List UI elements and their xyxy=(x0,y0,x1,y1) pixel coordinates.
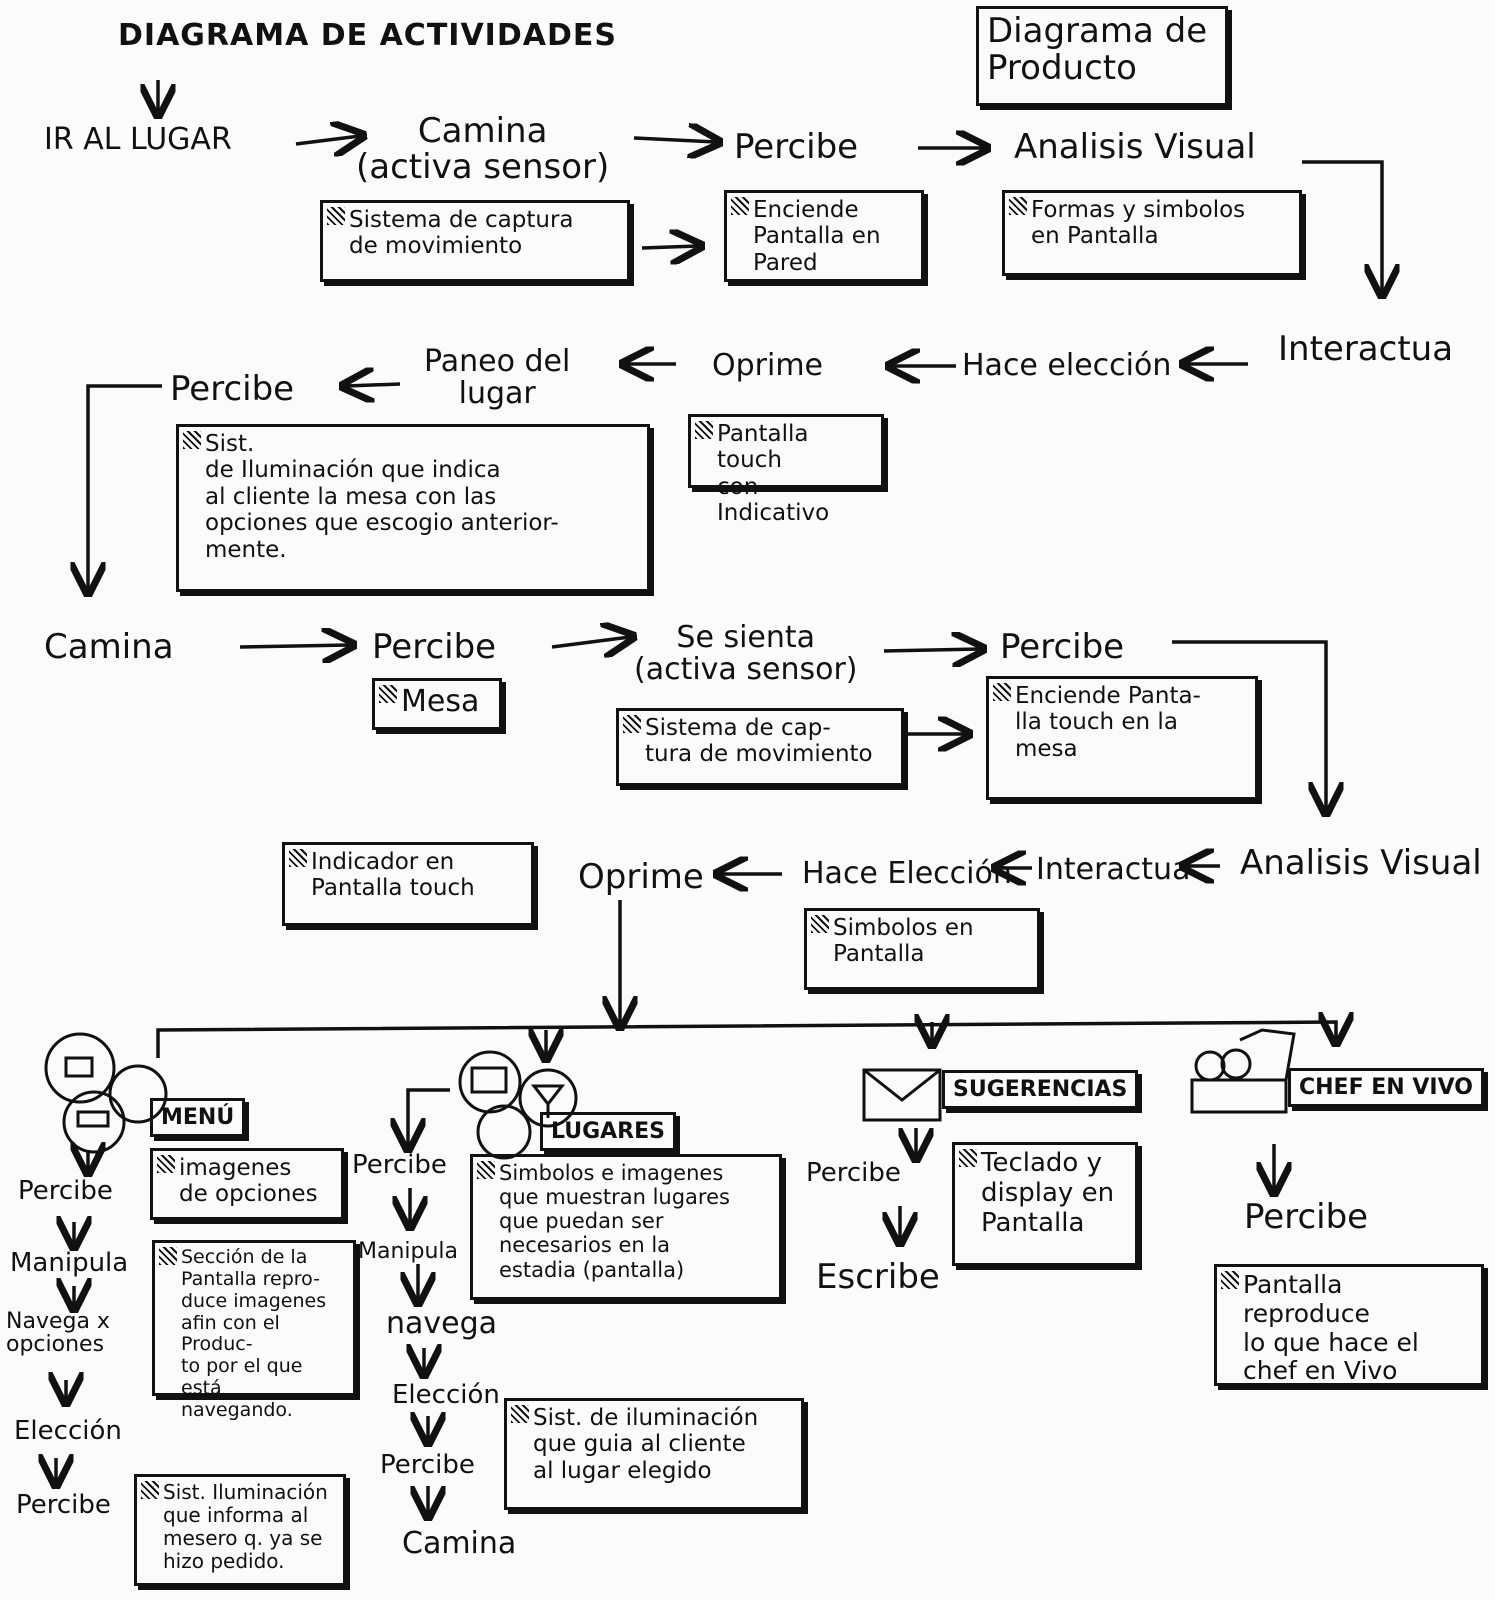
node-analisis-visual-2: Analisis Visual xyxy=(1240,843,1482,883)
arrow xyxy=(641,246,698,248)
node-camina-2: Camina xyxy=(44,627,174,667)
branch-label-lugares: LUGARES xyxy=(540,1112,676,1151)
product-box-indicador: Indicador en Pantalla touch xyxy=(282,842,534,926)
arrow xyxy=(346,384,401,386)
chef-step-percibe: Percibe xyxy=(1244,1197,1369,1237)
product-box-seccion: Sección de la Pantalla repro- duce image… xyxy=(152,1240,356,1421)
product-box-simbolos: Simbolos en Pantalla xyxy=(804,908,1040,990)
sugerencias-step-escribe: Escribe xyxy=(816,1257,940,1297)
arrow xyxy=(88,384,162,590)
node-se-sienta: Se sienta (activa sensor) xyxy=(634,620,858,687)
node-ir-al-lugar: IR AL LUGAR xyxy=(44,122,232,157)
node-hace-eleccion-2: Hace Elección xyxy=(802,856,1012,891)
lugares-step-manipula: Manipula xyxy=(358,1239,459,1264)
envelope-icon xyxy=(862,1068,942,1122)
lugares-step-percibe: Percibe xyxy=(352,1150,447,1180)
arrow xyxy=(295,136,360,144)
branch-label-sugerencias: SUGERENCIAS xyxy=(942,1070,1139,1109)
branch-label-menu: MENÚ xyxy=(150,1098,246,1137)
fork-bus xyxy=(156,1022,1336,1058)
product-box-simbolos-lugares: Simbolos e imagenes que muestran lugares… xyxy=(470,1154,782,1300)
product-box-chef: Pantalla reproduce lo que hace el chef e… xyxy=(1214,1264,1484,1386)
product-box-enciende: Enciende Pantalla en Pared xyxy=(724,190,924,282)
arrow xyxy=(551,637,630,647)
sugerencias-step-percibe: Percibe xyxy=(806,1158,901,1188)
node-percibe: Percibe xyxy=(734,127,859,167)
menu-step-navega: Navega x opciones xyxy=(6,1309,110,1358)
node-oprime: Oprime xyxy=(712,348,824,383)
chef-icon xyxy=(1190,1028,1296,1114)
node-interactua: Interactua xyxy=(1278,329,1454,369)
node-interactua-2: Interactua xyxy=(1036,852,1191,887)
arrow xyxy=(1172,640,1326,810)
diagram-title: DIAGRAMA DE ACTIVIDADES xyxy=(118,18,617,53)
arrow xyxy=(1302,160,1382,292)
product-box-teclado: Teclado y display en Pantalla xyxy=(952,1142,1138,1266)
menu-icon xyxy=(44,1032,168,1154)
menu-step-percibe-2: Percibe xyxy=(16,1490,111,1520)
node-percibe-3: Percibe xyxy=(372,627,497,667)
product-box-captura: Sistema de captura de movimiento xyxy=(320,200,630,282)
lugares-step-eleccion: Elección xyxy=(392,1380,500,1410)
lugares-step-percibe-2: Percibe xyxy=(380,1450,475,1480)
node-camina: Camina (activa sensor) xyxy=(356,111,610,187)
node-paneo: Paneo del lugar xyxy=(424,344,571,411)
arrow xyxy=(633,138,716,142)
product-box-mesa: Mesa xyxy=(372,678,502,730)
lugares-step-camina: Camina xyxy=(402,1526,517,1561)
places-icon xyxy=(458,1050,578,1160)
product-box-formas: Formas y simbolos en Pantalla xyxy=(1002,190,1302,276)
arrow xyxy=(239,645,350,647)
node-percibe-4: Percibe xyxy=(1000,627,1125,667)
node-hace-eleccion: Hace elección xyxy=(962,348,1172,383)
arrow xyxy=(883,649,980,651)
legend-box: Diagrama de Producto xyxy=(976,6,1228,106)
product-box-captura-2: Sistema de cap- tura de movimiento xyxy=(616,708,904,786)
lugares-step-navega: navega xyxy=(386,1306,498,1341)
product-box-iluminacion-menu: Sist. Iluminación que informa al mesero … xyxy=(134,1474,346,1586)
product-box-iluminacion-lugares: Sist. de iluminación que guia al cliente… xyxy=(504,1398,804,1510)
node-oprime-2: Oprime xyxy=(578,857,704,897)
arrow xyxy=(408,1088,450,1146)
product-box-enciende-2: Enciende Panta- lla touch en la mesa xyxy=(986,676,1258,800)
node-analisis-visual: Analisis Visual xyxy=(1014,127,1256,167)
menu-step-eleccion: Elección xyxy=(14,1416,122,1446)
menu-step-percibe: Percibe xyxy=(18,1176,113,1206)
product-box-touch: Pantalla touch con Indicativo xyxy=(688,414,884,526)
menu-step-manipula: Manipula xyxy=(10,1248,129,1278)
branch-label-chef: CHEF EN VIVO xyxy=(1288,1068,1484,1107)
node-percibe-2: Percibe xyxy=(170,369,295,409)
product-box-iluminacion: Sist. de Iluminación que indica al clien… xyxy=(176,424,650,592)
product-box-imagenes: imagenes de opciones xyxy=(150,1148,344,1220)
